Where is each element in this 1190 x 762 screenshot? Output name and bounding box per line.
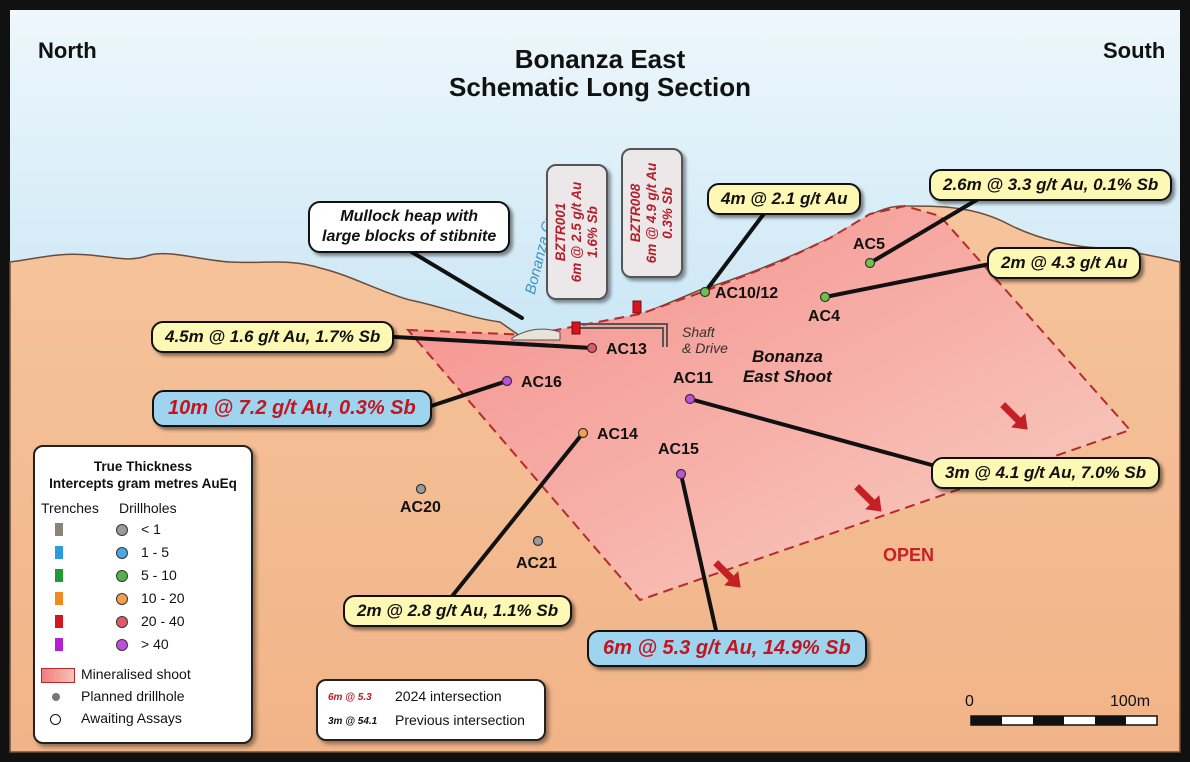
open-label: OPEN	[883, 545, 935, 565]
drillhole-ac14-marker	[577, 427, 589, 439]
legend-class-label: < 1	[141, 521, 161, 537]
legend: True Thickness Intercepts gram metres Au…	[33, 445, 253, 744]
drillhole-label-ac5: AC5	[853, 236, 886, 253]
legend-class-label: 5 - 10	[141, 567, 177, 583]
legend-title-2: Intercepts gram metres AuEq	[49, 476, 237, 491]
trench-callout-bztr001: BZTR001 6m @ 2.5 g/t Au 1.6% Sb	[546, 164, 608, 300]
drillhole-ac20-marker	[415, 483, 427, 495]
drillhole-label-ac10-12: AC10/12	[715, 285, 779, 302]
drillhole-label-ac20: AC20	[400, 499, 441, 516]
planned-drillhole-icon	[52, 693, 60, 701]
north-label: North	[38, 38, 97, 63]
drillhole-label-ac11: AC11	[673, 370, 714, 387]
key-previous-label: Previous intersection	[395, 712, 525, 728]
legend-class-label: 1 - 5	[141, 544, 170, 560]
south-label: South	[1103, 38, 1166, 63]
shoot-label-line-2: East Shoot	[743, 367, 832, 386]
shaft-and-drive	[578, 323, 668, 347]
mullock-heap	[511, 328, 561, 341]
intercept-callout-ac13: 4.5m @ 1.6 g/t Au, 1.7% Sb	[151, 321, 395, 353]
scale-bar	[970, 715, 1158, 726]
trench-grade: 6m @ 2.5 g/t Au	[569, 181, 584, 283]
leader-lines	[393, 193, 1002, 637]
open-arrows	[713, 402, 1028, 588]
intercept-callout-ac4: 2m @ 4.3 g/t Au	[987, 247, 1142, 279]
intercept-callout-ac11: 3m @ 4.1 g/t Au, 7.0% Sb	[931, 457, 1161, 489]
mullock-note-line-1: Mullock heap with	[340, 208, 479, 225]
legend-class-label: 10 - 20	[141, 590, 185, 606]
trench-marker-bztr008	[632, 300, 642, 314]
intercept-callout-ac16: 10m @ 7.2 g/t Au, 0.3% Sb	[152, 390, 432, 427]
trench-grade: 6m @ 4.9 g/t Au	[644, 162, 659, 264]
legend-trench-swatch-lt1	[55, 523, 63, 536]
key-2024-label: 2024 intersection	[395, 688, 502, 704]
legend-trench-swatch-20-40	[55, 615, 63, 628]
legend-drill-circle-5-10	[116, 570, 128, 582]
intersection-key: 6m @ 5.3 2024 intersection 3m @ 54.1 Pre…	[316, 679, 546, 741]
drillhole-ac10-12-marker	[699, 286, 711, 298]
drillhole-ac16-marker	[501, 375, 513, 387]
trench-name: BZTR008	[628, 183, 643, 243]
intercept-callout-ac10-12: 4m @ 2.1 g/t Au	[707, 183, 862, 215]
legend-drill-circle-gt40	[116, 639, 128, 651]
key-previous-sample: 3m @ 54.1	[328, 716, 378, 727]
shaft-label: Shaft & Drive	[682, 324, 728, 356]
intercept-callout-ac5: 2.6m @ 3.3 g/t Au, 0.1% Sb	[929, 169, 1173, 201]
legend-trench-swatch-5-10	[55, 569, 63, 582]
drillhole-label-ac15: AC15	[658, 441, 699, 458]
drillhole-label-ac13: AC13	[606, 341, 647, 358]
intercept-callout-ac14: 2m @ 2.8 g/t Au, 1.1% Sb	[343, 595, 573, 627]
drillhole-ac13-marker	[586, 342, 598, 354]
legend-drill-circle-10-20	[116, 593, 128, 605]
drillhole-ac11-marker	[684, 393, 696, 405]
legend-shoot-label: Mineralised shoot	[81, 666, 191, 682]
legend-class-label: 20 - 40	[141, 613, 185, 629]
legend-trench-swatch-1-5	[55, 546, 63, 559]
shaft-label-line-2: & Drive	[682, 340, 728, 356]
scale-start-label: 0	[965, 693, 974, 710]
shoot-label-line-1: Bonanza	[751, 347, 823, 366]
legend-trench-swatch-10-20	[55, 592, 63, 605]
legend-awaiting-label: Awaiting Assays	[81, 710, 182, 726]
awaiting-assays-icon	[50, 714, 61, 725]
drillhole-label-ac16: AC16	[521, 374, 562, 391]
legend-shoot-swatch	[41, 668, 75, 683]
trench-marker-bztr001	[571, 321, 581, 335]
key-2024-sample: 6m @ 5.3	[328, 692, 372, 703]
trench-callout-bztr008-text: BZTR008 6m @ 4.9 g/t Au 0.3% Sb	[628, 163, 676, 263]
legend-class-label: > 40	[141, 636, 169, 652]
scale-end-label: 100m	[1110, 693, 1151, 710]
drillhole-ac15-marker	[675, 468, 687, 480]
drillhole-ac4-marker	[819, 291, 831, 303]
trench-name: BZTR001	[553, 202, 568, 262]
trench-callout-bztr001-text: BZTR001 6m @ 2.5 g/t Au 1.6% Sb	[553, 182, 601, 282]
title-line-1: Bonanza East	[514, 44, 686, 74]
drillhole-label-ac21: AC21	[516, 555, 557, 572]
legend-drill-circle-1-5	[116, 547, 128, 559]
legend-drillholes-heading: Drillholes	[119, 500, 177, 516]
legend-drill-circle-lt1	[116, 524, 128, 536]
drillhole-ac21-marker	[532, 535, 544, 547]
drillhole-collars	[415, 257, 876, 547]
legend-trench-swatch-gt40	[55, 638, 63, 651]
drillhole-label-ac14: AC14	[597, 426, 638, 443]
title-line-2: Schematic Long Section	[449, 72, 751, 102]
drillhole-label-ac4: AC4	[808, 308, 841, 325]
trench-grade-2: 1.6% Sb	[585, 206, 600, 258]
intercept-callout-ac15: 6m @ 5.3 g/t Au, 14.9% Sb	[587, 630, 867, 667]
legend-title-1: True Thickness	[93, 459, 193, 474]
trench-callout-bztr008: BZTR008 6m @ 4.9 g/t Au 0.3% Sb	[621, 148, 683, 278]
trench-grade-2: 0.3% Sb	[660, 187, 675, 239]
shoot-label: Bonanza East Shoot	[743, 347, 832, 387]
shaft-label-line-1: Shaft	[682, 324, 715, 340]
legend-drill-circle-20-40	[116, 616, 128, 628]
mullock-note-line-2: large blocks of stibnite	[322, 228, 497, 245]
legend-trenches-heading: Trenches	[41, 500, 99, 516]
mullock-note: Mullock heap with large blocks of stibni…	[308, 201, 511, 253]
drillhole-ac5-marker	[864, 257, 876, 269]
legend-planned-label: Planned drillhole	[81, 688, 185, 704]
